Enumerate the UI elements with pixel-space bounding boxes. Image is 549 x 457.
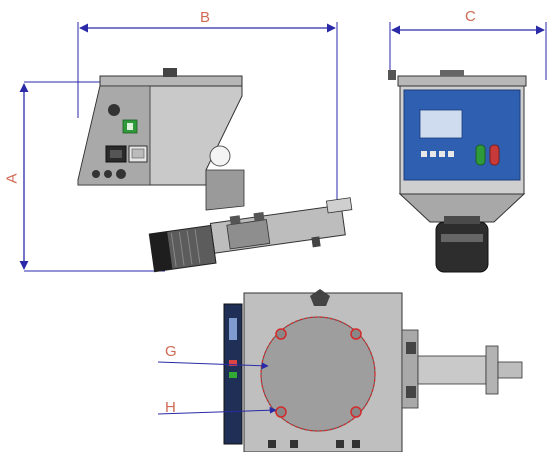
front-motor xyxy=(435,221,489,273)
dimension-a-label: A xyxy=(3,173,21,184)
panel-button xyxy=(430,151,436,157)
callout-g-label: G xyxy=(165,343,177,360)
bolt-hole xyxy=(350,328,362,340)
dosing-unit xyxy=(148,197,353,273)
dimension-c xyxy=(389,22,547,80)
front-top-plate xyxy=(397,75,527,87)
connector-icon xyxy=(92,170,100,178)
panel-button xyxy=(448,151,454,157)
bolt-circle xyxy=(260,316,376,432)
power-button-icon xyxy=(108,104,120,116)
dimension-b-label: B xyxy=(200,9,211,26)
side-neck xyxy=(205,169,245,211)
side-top-plate xyxy=(99,75,243,87)
front-funnel xyxy=(398,193,526,223)
connector-icon xyxy=(104,170,112,178)
bolt-hole xyxy=(275,406,287,418)
panel-button xyxy=(421,151,427,157)
motor-end-cap xyxy=(149,231,173,272)
side-top-knob xyxy=(163,68,177,77)
top-shaft xyxy=(497,361,523,379)
callout-g-line xyxy=(157,361,269,370)
front-view xyxy=(388,70,527,273)
dimension-a xyxy=(19,81,165,272)
callout-h-line xyxy=(157,406,277,415)
side-control-box xyxy=(77,85,151,186)
panel-button xyxy=(439,151,445,157)
dimension-b xyxy=(77,22,338,206)
top-shaft-housing xyxy=(417,355,487,385)
bolt-hole xyxy=(275,328,287,340)
side-view xyxy=(77,68,353,273)
callout-h-label: H xyxy=(165,399,176,416)
bolt-hole xyxy=(350,406,362,418)
top-view xyxy=(157,289,523,453)
green-indicator-icon xyxy=(475,144,486,166)
sight-glass xyxy=(209,145,231,167)
dimension-c-label: C xyxy=(465,8,476,25)
red-indicator-icon xyxy=(489,144,500,166)
display-screen xyxy=(419,109,463,139)
top-knob xyxy=(310,289,330,306)
connector-icon xyxy=(116,169,126,179)
